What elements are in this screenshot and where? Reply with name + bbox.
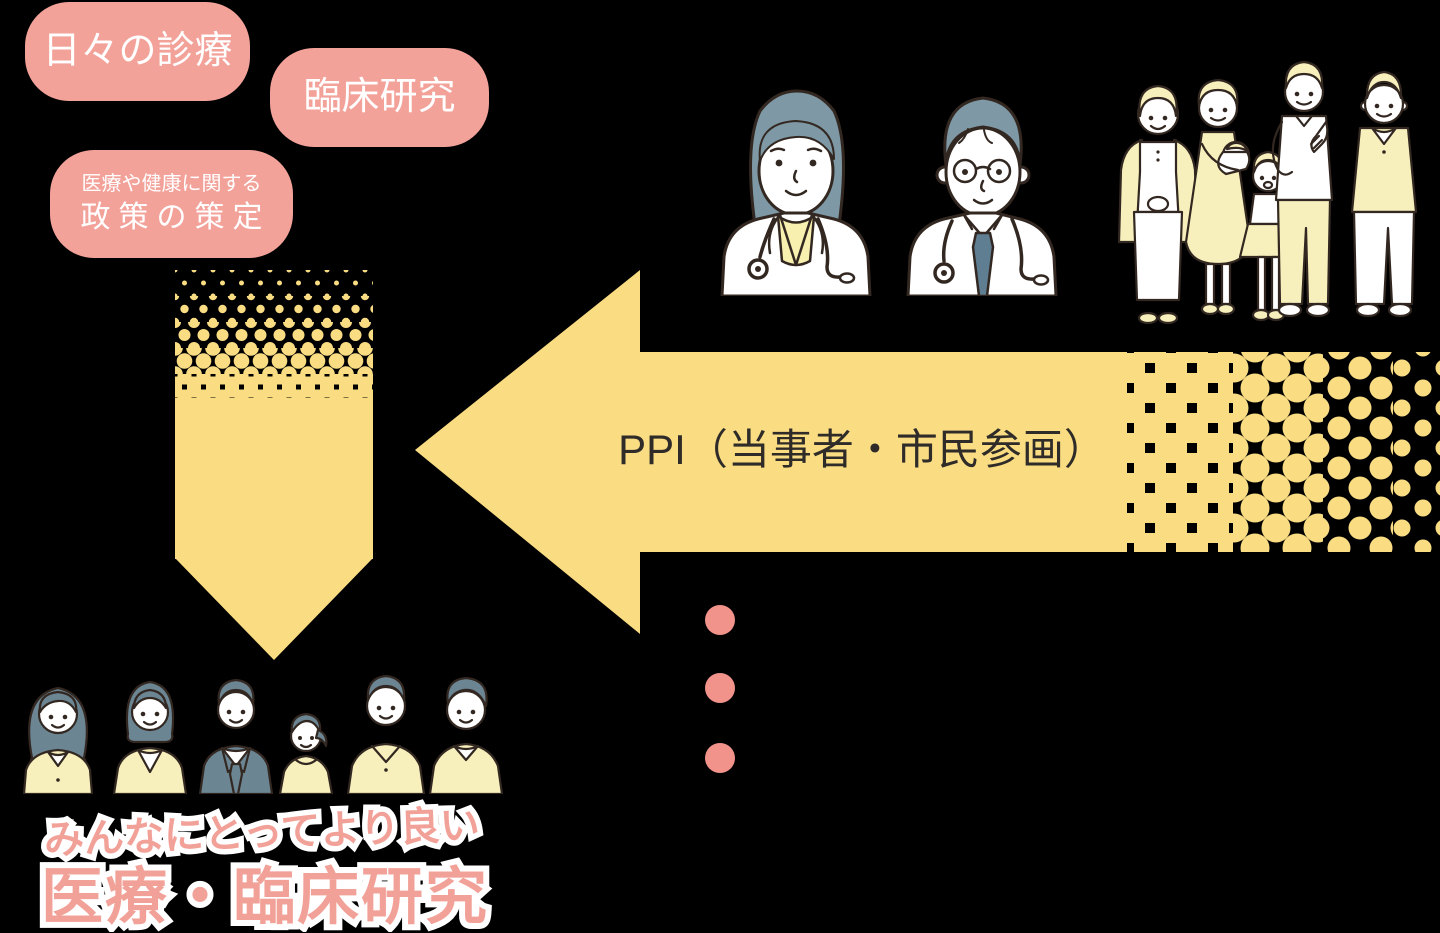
doctor-man-icon <box>906 96 1058 296</box>
community-people-illustration <box>22 674 504 794</box>
topic-clinical-research: 臨床研究 <box>270 48 489 147</box>
outcome-caption-line1: みんなにとってより良い <box>43 803 480 862</box>
ellipsis-dot-3 <box>705 743 735 773</box>
topic-policy-line1: 医療や健康に関する <box>81 172 262 195</box>
grandfather-icon <box>1350 70 1418 318</box>
community-older-man-icon <box>428 676 504 794</box>
doctors-illustration <box>720 89 1058 296</box>
community-suit-man-icon <box>198 678 274 794</box>
ppi-left-arrow-icon: PPI（当事者・市民参画） <box>415 270 1440 634</box>
outcome-caption-line2: 医療・臨床研究 <box>41 863 489 932</box>
ellipsis-dot-2 <box>705 673 735 703</box>
mother-and-baby-icon <box>1184 78 1252 316</box>
ellipsis-dot-1 <box>705 605 735 635</box>
community-woman2-icon <box>112 680 188 794</box>
topic-clinical-research-label: 臨床研究 <box>303 75 456 118</box>
topic-policy-line2: 政策の策定 <box>80 200 271 234</box>
community-man-icon <box>346 674 426 794</box>
grandmother-icon <box>1117 84 1199 325</box>
ppi-arrow-label: PPI（当事者・市民参画） <box>618 426 1106 473</box>
topic-policy: 医療や健康に関する 政策の策定 <box>50 150 293 258</box>
outcome-caption: みんなにとってより良い 医療・臨床研究 <box>35 798 493 932</box>
doctor-woman-icon <box>720 89 872 296</box>
community-girl-icon <box>278 712 334 794</box>
flow-down-arrow-icon <box>175 270 373 660</box>
father-icon <box>1271 60 1334 318</box>
topic-daily-care: 日々の診療 <box>25 2 250 101</box>
citizens-family-illustration <box>1117 60 1418 325</box>
topic-daily-care-label: 日々の診療 <box>42 29 233 72</box>
community-woman1-icon <box>22 686 94 794</box>
